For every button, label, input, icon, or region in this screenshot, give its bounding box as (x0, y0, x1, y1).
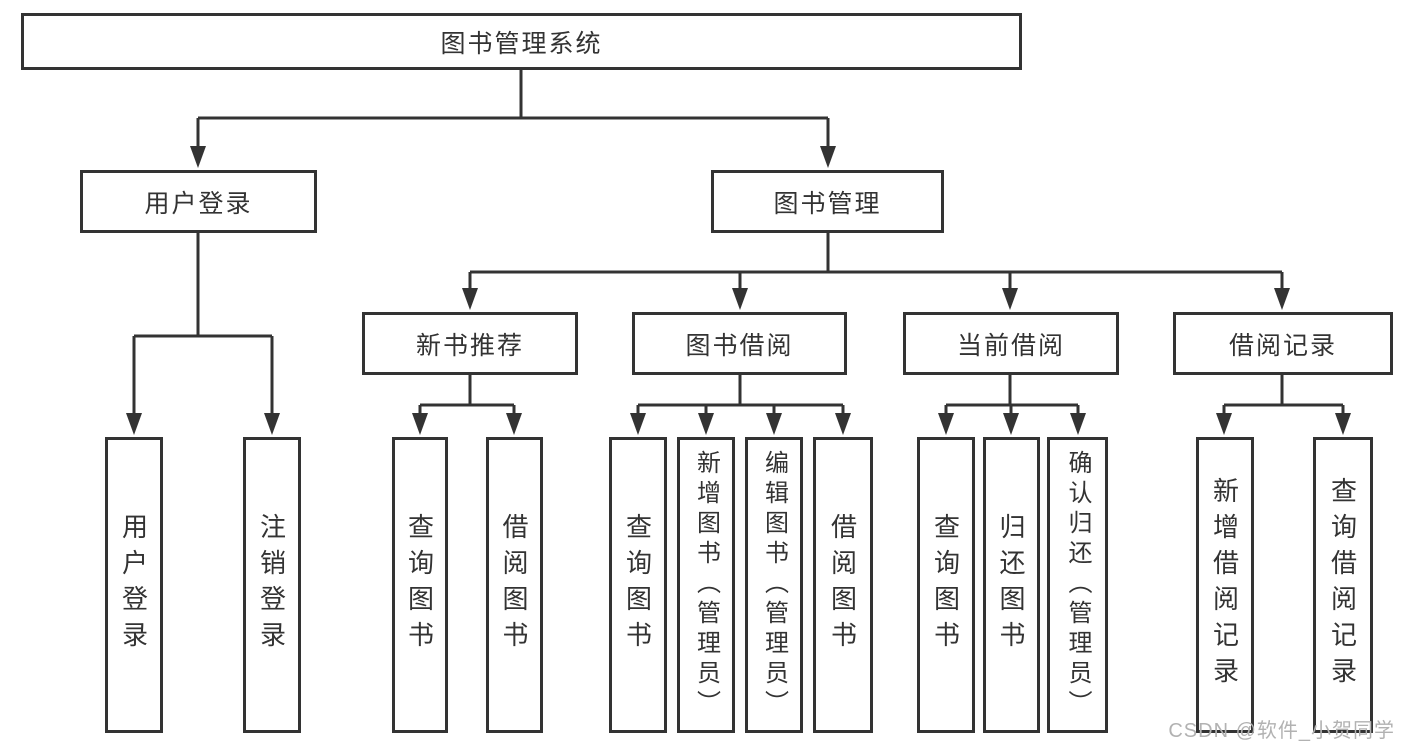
leaf-return-book: 归还图书 (983, 437, 1040, 733)
leaf-edit-book-admin: 编辑图书（管理员） (745, 437, 803, 733)
leaf-query-books-2-label: 查询图书 (622, 513, 653, 657)
node-current-borrow: 当前借阅 (903, 312, 1119, 375)
leaf-return-book-label: 归还图书 (996, 513, 1026, 657)
leaf-borrow-books-1: 借阅图书 (486, 437, 543, 733)
connector-paths (132, 70, 1345, 419)
leaf-user-login: 用户登录 (105, 437, 163, 733)
csdn-watermark: CSDN @软件_小贺同学 (1168, 720, 1395, 742)
node-user-login: 用户登录 (80, 170, 317, 233)
node-book-management: 图书管理 (711, 170, 944, 233)
leaf-query-books-3-label: 查询图书 (930, 513, 961, 657)
leaf-query-books-1-label: 查询图书 (404, 513, 435, 657)
leaf-borrow-books-1-label: 借阅图书 (499, 513, 529, 657)
leaf-logout: 注销登录 (243, 437, 301, 733)
node-borrow-records: 借阅记录 (1173, 312, 1393, 375)
leaf-edit-book-admin-label: 编辑图书（管理员） (760, 450, 788, 720)
node-book-borrow: 图书借阅 (632, 312, 847, 375)
leaf-borrow-books-2: 借阅图书 (813, 437, 873, 733)
arrowheads (126, 146, 1351, 435)
leaf-query-books-2: 查询图书 (609, 437, 667, 733)
leaf-confirm-return-admin-label: 确认归还（管理员） (1064, 450, 1091, 720)
leaf-add-book-admin: 新增图书（管理员） (677, 437, 735, 733)
leaf-add-borrow-record: 新增借阅记录 (1196, 437, 1254, 733)
leaf-logout-label: 注销登录 (256, 513, 287, 657)
leaf-user-login-label: 用户登录 (118, 513, 149, 657)
leaf-query-books-3: 查询图书 (917, 437, 975, 733)
leaf-add-book-admin-label: 新增图书（管理员） (692, 450, 720, 720)
node-root: 图书管理系统 (21, 13, 1022, 70)
leaf-borrow-books-2-label: 借阅图书 (827, 513, 858, 657)
node-new-book-recommend: 新书推荐 (362, 312, 578, 375)
leaf-query-borrow-record-label: 查询借阅记录 (1327, 477, 1358, 693)
leaf-confirm-return-admin: 确认归还（管理员） (1047, 437, 1108, 733)
leaf-query-books-1: 查询图书 (392, 437, 448, 733)
leaf-add-borrow-record-label: 新增借阅记录 (1209, 477, 1240, 693)
leaf-query-borrow-record: 查询借阅记录 (1313, 437, 1373, 733)
